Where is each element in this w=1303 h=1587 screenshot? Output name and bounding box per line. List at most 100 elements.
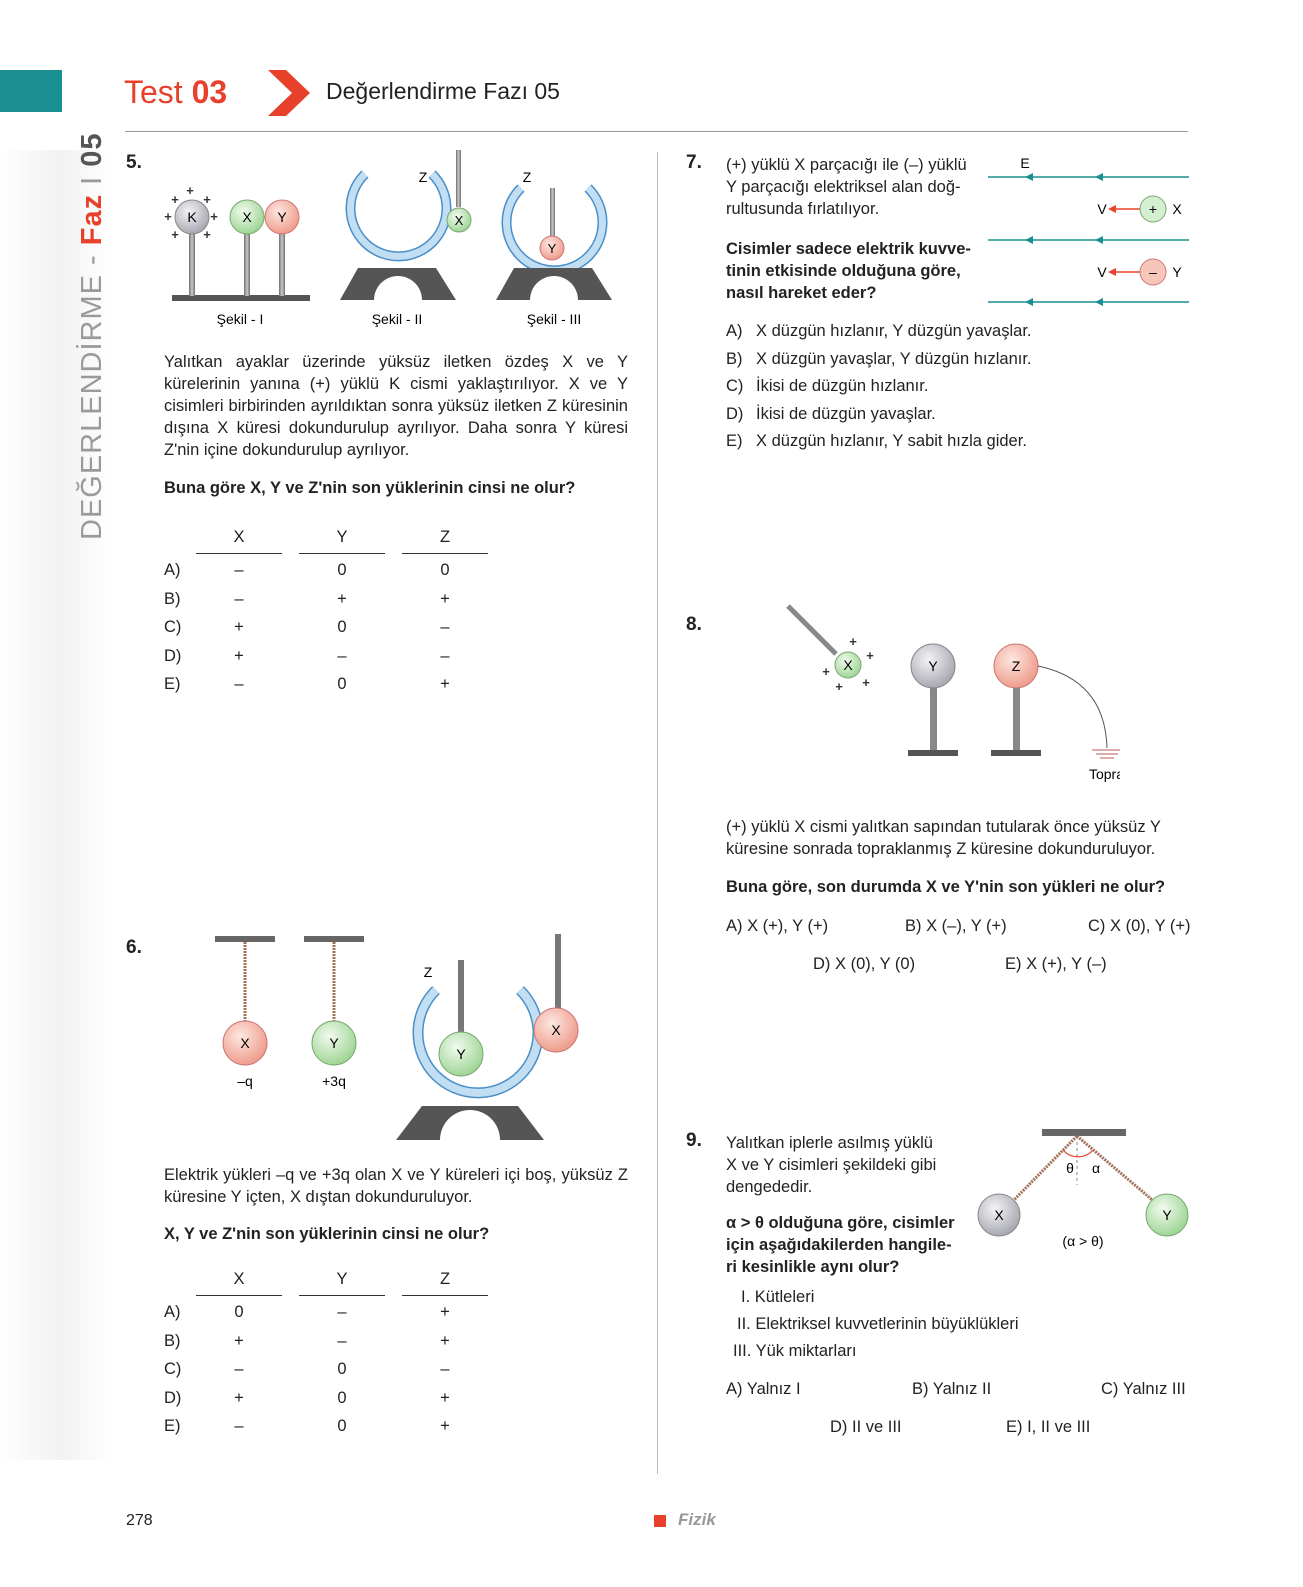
q7-option-text[interactable]: İkisi de düzgün yavaşlar.: [756, 404, 936, 423]
table-cell: +: [440, 1331, 450, 1350]
svg-text:Y: Y: [456, 1046, 466, 1062]
svg-text:X: X: [1172, 201, 1182, 217]
q9-option-b[interactable]: B) Yalnız II: [912, 1380, 992, 1398]
q8-text: (+) yüklü X cismi yalıtkan sapından tutu…: [726, 818, 1161, 858]
table-cell: +: [234, 1331, 244, 1350]
table-cell: –: [440, 646, 450, 665]
option-label[interactable]: D): [164, 646, 182, 665]
header-tab: [0, 70, 62, 112]
q7-option-label[interactable]: D): [726, 404, 744, 423]
q9-item-1: I. Kütleleri: [741, 1288, 815, 1306]
table-header-rule: [196, 1295, 282, 1296]
q9-option-d[interactable]: D) II ve III: [830, 1418, 902, 1436]
q8-option-a[interactable]: A) X (+), Y (+): [726, 917, 829, 935]
q8-number: 8.: [686, 614, 702, 635]
table-cell: –: [337, 1303, 347, 1321]
q9-number: 9.: [686, 1130, 702, 1151]
table-cell: 0: [337, 675, 347, 693]
q7-number: 7.: [686, 152, 702, 173]
table-header-rule: [299, 1295, 385, 1296]
page-title: Değerlendirme Fazı 05: [326, 78, 560, 104]
option-label[interactable]: A): [164, 561, 181, 579]
page-number: 278: [126, 1512, 153, 1529]
svg-text:Y: Y: [1172, 264, 1182, 280]
label-theta: θ: [1066, 1160, 1074, 1176]
side-band: [0, 150, 112, 1460]
svg-text:+: +: [1149, 201, 1157, 217]
option-label[interactable]: B): [164, 589, 181, 608]
option-label[interactable]: D): [164, 1388, 182, 1407]
label-e: E: [1020, 155, 1029, 171]
svg-text:+: +: [186, 183, 194, 198]
table-header-rule: [402, 553, 488, 554]
label-plus-3q: +3q: [322, 1073, 346, 1089]
q7-option-text[interactable]: X düzgün hızlanır, Y düzgün yavaşlar.: [756, 322, 1032, 340]
q7-option-label[interactable]: B): [726, 349, 743, 368]
table-cell: +: [440, 1303, 450, 1321]
table-header-rule: [196, 553, 282, 554]
table-cell: +: [337, 589, 347, 608]
table-cell: 0: [337, 1417, 347, 1435]
q8-option-b[interactable]: B) X (–), Y (+): [905, 917, 1007, 935]
svg-text:X: X: [455, 213, 464, 228]
q9-option-e[interactable]: E) I, II ve III: [1006, 1418, 1091, 1436]
q7-option-text[interactable]: X düzgün hızlanır, Y sabit hızla gider.: [756, 432, 1027, 450]
q8-option-e[interactable]: E) X (+), Y (–): [1005, 955, 1107, 973]
option-label[interactable]: C): [164, 1360, 182, 1378]
table-cell: +: [234, 618, 244, 636]
svg-text:+: +: [164, 209, 172, 224]
svg-text:X: X: [994, 1207, 1004, 1223]
table-cell: –: [234, 675, 244, 693]
label-sekil-3: Şekil - III: [527, 311, 581, 327]
q6-number: 6.: [126, 937, 142, 958]
svg-text:Z: Z: [523, 169, 532, 185]
label-x: X: [242, 209, 252, 225]
header-divider: [125, 131, 1188, 132]
q7-option-label[interactable]: C): [726, 377, 744, 395]
table-header-rule: [402, 1295, 488, 1296]
svg-text:+: +: [171, 192, 179, 207]
q5-text: Yalıtkan ayaklar üzerinde yüksüz iletken…: [164, 353, 628, 459]
q8-question: Buna göre, son durumda X ve Y'nin son yü…: [726, 878, 1166, 896]
svg-text:+: +: [203, 227, 211, 242]
q7-option-label[interactable]: E): [726, 432, 743, 450]
q9-option-c[interactable]: C) Yalnız III: [1101, 1380, 1186, 1398]
option-label[interactable]: B): [164, 1331, 181, 1350]
svg-text:Y: Y: [329, 1035, 339, 1051]
q7-field-figure: E V + X V – Y: [988, 155, 1189, 306]
svg-text:+: +: [862, 675, 870, 690]
option-label[interactable]: E): [164, 1417, 181, 1435]
svg-text:+: +: [849, 634, 857, 649]
test-label: Test 03: [124, 74, 228, 110]
option-label[interactable]: A): [164, 1303, 181, 1321]
option-label[interactable]: E): [164, 675, 181, 693]
table-cell: –: [234, 1417, 244, 1435]
q7-option-text[interactable]: İkisi de düzgün hızlanır.: [756, 377, 929, 395]
q5-number: 5.: [126, 152, 142, 173]
label-y: Y: [277, 209, 287, 225]
q7-option-text[interactable]: X düzgün yavaşlar, Y düzgün hızlanır.: [756, 349, 1032, 368]
table-cell: 0: [234, 1303, 244, 1321]
table-cell: –: [234, 1360, 244, 1378]
q8-option-d[interactable]: D) X (0), Y (0): [813, 955, 916, 973]
label-minus-q: –q: [237, 1073, 253, 1089]
q7-option-label[interactable]: A): [726, 322, 743, 340]
q9-item-2: II. Elektriksel kuvvetlerinin büyüklükle…: [737, 1315, 1019, 1333]
q9-option-a[interactable]: A) Yalnız I: [726, 1380, 801, 1398]
label-k: K: [187, 209, 197, 225]
svg-text:Z: Z: [419, 169, 428, 185]
q6-question: X, Y ve Z'nin son yüklerinin cinsi ne ol…: [164, 1225, 490, 1243]
svg-text:+: +: [171, 227, 179, 242]
q8-option-c[interactable]: C) X (0), Y (+): [1088, 917, 1191, 935]
q9-item-3: III. Yük miktarları: [733, 1342, 857, 1360]
table-header: Z: [439, 1270, 451, 1288]
table-cell: +: [440, 589, 450, 608]
table-header-rule: [299, 553, 385, 554]
option-label[interactable]: C): [164, 618, 182, 636]
label-sekil-2: Şekil - II: [372, 311, 423, 327]
q5-figure: K X Y +++ ++ ++ Şekil - I X Z Şekil - II…: [164, 150, 612, 327]
svg-text:Z: Z: [1012, 658, 1021, 674]
q5-question: Buna göre X, Y ve Z'nin son yüklerinin c…: [164, 479, 576, 497]
